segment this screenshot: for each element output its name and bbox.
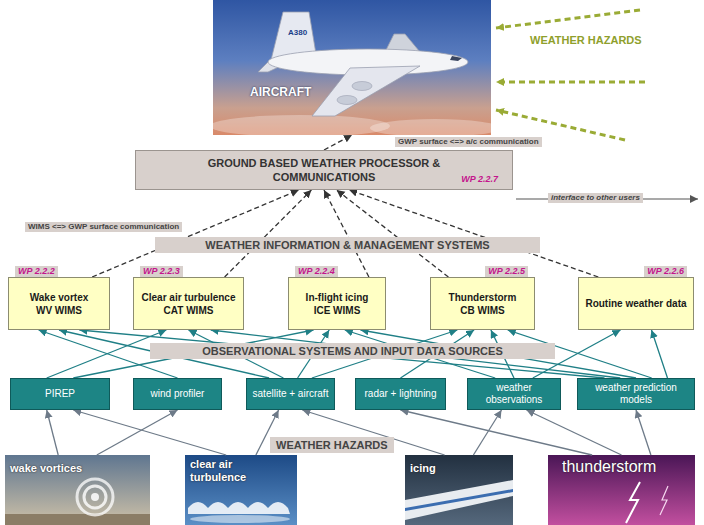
thunderstorm-photo	[660, 486, 668, 515]
hazard-heading: WEATHER HAZARDS	[270, 437, 394, 453]
wims-box: WP 2.2.2Wake vortexWV WIMS	[8, 277, 110, 330]
connector	[47, 410, 59, 455]
connector	[527, 410, 622, 455]
aircraft-illustration	[337, 96, 357, 105]
box-title: Thunderstorm	[449, 291, 517, 304]
box-title: PIREP	[45, 388, 75, 400]
box-subtitle: CB WIMS	[460, 304, 504, 317]
wake-vortex-photo	[77, 479, 113, 515]
work-package-label: WP 2.2.2	[15, 266, 58, 277]
box-title: In-flight icing	[306, 291, 369, 304]
hazard-photo: thunderstorm	[548, 455, 695, 525]
hazard-heading: WEATHER HAZARDS	[530, 34, 642, 47]
box-title: weather observations	[472, 382, 556, 406]
work-package-label: WP 2.2.7	[461, 174, 498, 185]
data-source-box: radar + lightning	[355, 378, 446, 410]
box-subtitle: WV WIMS	[36, 304, 82, 317]
box-subtitle: CAT WIMS	[164, 304, 214, 317]
aircraft-illustration	[312, 66, 420, 116]
aircraft-illustration	[210, 115, 390, 137]
hazard-photo: icing	[405, 455, 513, 525]
box-title: Routine weather data	[585, 297, 686, 310]
thunderstorm-photo	[548, 455, 695, 525]
wims-box: WP 2.2.4In-flight icingICE WIMS	[288, 277, 386, 330]
hazard-name: icing	[410, 462, 436, 475]
hazard-name: wake vortices	[10, 462, 82, 475]
work-package-label: WP 2.2.5	[485, 266, 528, 277]
data-source-box: wind profiler	[133, 378, 222, 410]
aircraft-photo: AIRCRAFT	[213, 0, 491, 135]
layer-band: OBSERVATIONAL SYSTEMS AND INPUT DATA SOU…	[150, 343, 555, 359]
connector	[225, 190, 312, 277]
layer-band: WEATHER INFORMATION & MANAGEMENT SYSTEMS	[155, 237, 540, 253]
wake-vortex-photo	[5, 514, 150, 525]
aircraft-illustration	[450, 56, 462, 61]
aircraft-model: A380	[288, 28, 307, 38]
box-title: satellite + aircraft	[253, 388, 329, 400]
turbulence-photo	[185, 455, 297, 525]
wims-box: WP 2.2.6Routine weather data	[578, 277, 694, 330]
hazard-arrows	[496, 110, 625, 140]
data-source-box: weather observations	[467, 378, 561, 410]
connector	[401, 410, 593, 455]
turbulence-photo	[185, 455, 297, 525]
icing-photo	[405, 455, 513, 525]
connector	[324, 190, 369, 277]
thunderstorm-photo	[548, 455, 695, 525]
connector	[652, 330, 668, 378]
aircraft-illustration	[210, 0, 500, 137]
hazard-photo: wake vortices	[5, 455, 150, 525]
box-title: GROUND BASED WEATHER PROCESSOR & COMMUNI…	[189, 156, 459, 184]
wake-vortex-photo	[91, 493, 99, 501]
connector	[324, 135, 352, 150]
processor-box: GROUND BASED WEATHER PROCESSOR & COMMUNI…	[135, 150, 513, 190]
wims-box: WP 2.2.3Clear air turbulenceCAT WIMS	[133, 277, 244, 330]
connector	[97, 410, 178, 455]
hazard-arrows	[496, 81, 645, 84]
work-package-label: WP 2.2.6	[644, 266, 687, 277]
icing-photo	[405, 480, 513, 520]
connector	[79, 330, 604, 378]
wake-vortex-photo	[5, 455, 150, 525]
link-note: WIMS <=> GWP surface communication	[25, 222, 182, 232]
box-title: Wake vortex	[30, 291, 89, 304]
work-package-label: WP 2.2.4	[295, 266, 338, 277]
hazard-photo: clear air turbulence	[185, 455, 297, 525]
data-source-box: satellite + aircraft	[246, 378, 335, 410]
box-title: weather prediction models	[582, 382, 690, 406]
link-note: GWP surface <=> a/c communication	[395, 137, 542, 147]
icing-photo	[405, 489, 513, 511]
box-title: wind profiler	[151, 388, 205, 400]
connector	[337, 190, 449, 277]
connector	[636, 410, 651, 455]
hazard-arrows	[496, 10, 640, 28]
aircraft-illustration	[352, 82, 372, 91]
connector	[73, 410, 226, 455]
box-title: radar + lightning	[365, 388, 437, 400]
aircraft-label: AIRCRAFT	[250, 85, 311, 99]
turbulence-photo	[188, 502, 290, 514]
hazard-arrows	[496, 10, 645, 140]
aircraft-illustration	[213, 0, 491, 135]
connector	[349, 190, 598, 277]
box-subtitle: ICE WIMS	[314, 304, 361, 317]
aircraft-illustration	[370, 119, 500, 137]
wake-vortex-photo	[84, 486, 106, 508]
data-source-box: PIREP	[10, 378, 110, 410]
connector	[92, 190, 299, 277]
turbulence-photo	[190, 515, 290, 523]
link-note: interface to other users	[548, 193, 643, 203]
work-package-label: WP 2.2.3	[140, 266, 183, 277]
icing-photo	[405, 455, 513, 525]
wims-box: WP 2.2.5ThunderstormCB WIMS	[430, 277, 535, 330]
thunderstorm-photo	[626, 482, 640, 523]
hazard-name: thunderstorm	[562, 458, 656, 476]
data-source-box: weather prediction models	[577, 378, 695, 410]
box-title: Clear air turbulence	[142, 291, 236, 304]
hazard-name: clear air turbulence	[190, 458, 260, 484]
wake-vortex-photo	[5, 455, 150, 525]
